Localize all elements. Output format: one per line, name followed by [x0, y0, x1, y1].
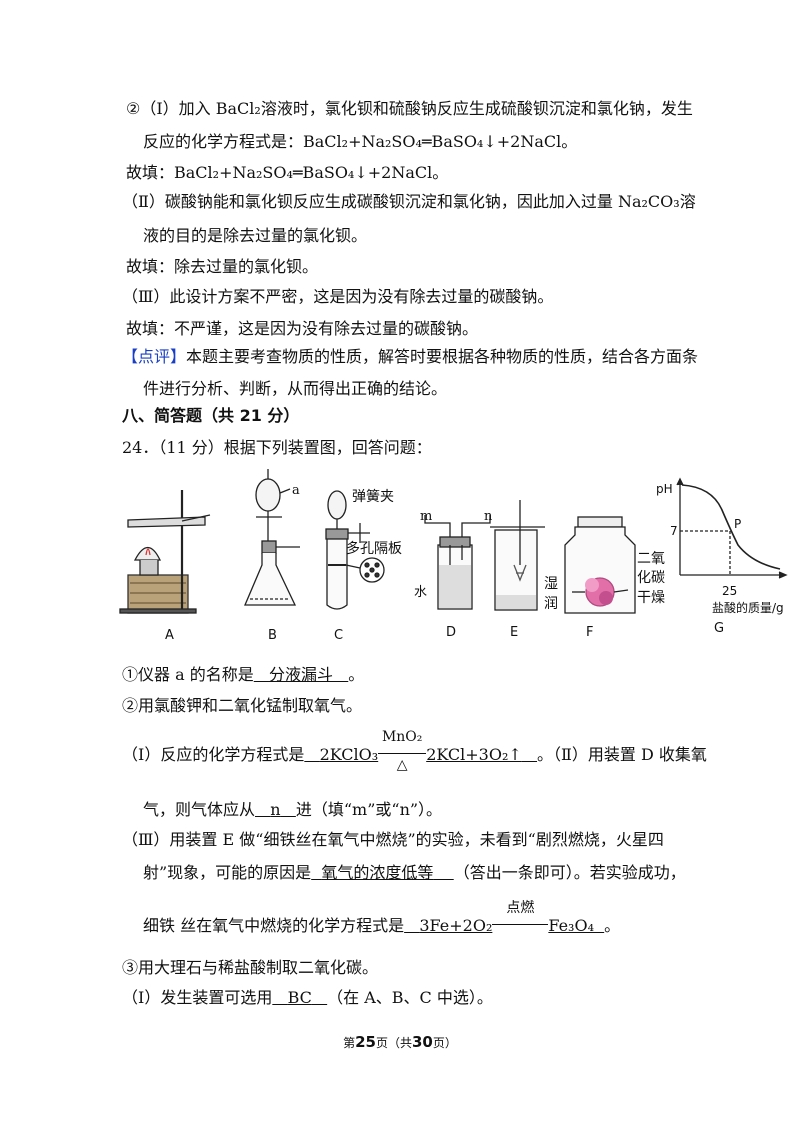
q3i-post: （在 A、B、C 中选）。: [327, 988, 493, 1007]
graph-x25: 25: [722, 584, 738, 598]
label-dry-3: 干燥: [637, 590, 665, 606]
text-line: （Ⅱ）碳酸钠能和氯化钡反应生成碳酸钡沉淀和氯化钠，因此加入过量 Na₂CO₃溶: [122, 192, 696, 211]
page-number: 25: [355, 1033, 376, 1051]
fig-label-d: D: [446, 625, 457, 640]
q2ii-line: 气，则气体应从 n 进（填“m”或“n”）。: [143, 799, 442, 821]
label-m: m: [420, 509, 433, 524]
q2iii-pre: 射”现象，可能的原因是: [143, 863, 312, 882]
label-water: 水: [414, 585, 428, 600]
page-total: 30: [412, 1033, 433, 1051]
q3i-answer: BC: [287, 988, 312, 1007]
q2iii3-post: 。: [604, 916, 621, 935]
page-footer: 第25页（共30页）: [343, 1033, 457, 1051]
apparatus-figure: [119, 469, 788, 614]
q3i-line: （Ⅰ）发生装置可选用 BC （在 A、B、C 中选）。: [122, 987, 493, 1009]
fig-label-e: E: [510, 625, 519, 640]
text-line: 故填：BaCl₂+Na₂SO₄═BaSO₄↓+2NaCl。: [126, 163, 449, 182]
q2iii3-pre: 细铁 丝在氧气中燃烧的化学方程式是: [143, 916, 405, 935]
graph-xlabel: 盐酸的质量/g: [712, 601, 784, 615]
text-line: （Ⅲ）此设计方案不严密，这是因为没有除去过量的碳酸钠。: [122, 287, 554, 306]
fig-label-g: G: [714, 621, 725, 636]
text-line: ②（Ⅰ）加入 BaCl₂溶液时，氯化钡和硫酸钠反应生成硫酸钡沉淀和氯化钠，发生: [126, 99, 693, 118]
text-line: 反应的化学方程式是：BaCl₂+Na₂SO₄═BaSO₄↓+2NaCl。: [143, 132, 578, 151]
text-line: 液的目的是除去过量的氯化钡。: [143, 226, 368, 245]
q2ii-post: 进（填“m”或“n”）。: [295, 800, 443, 819]
label-porous-plate: 多孔隔板: [346, 541, 402, 557]
label-wet-1: 湿: [544, 576, 558, 592]
label-dry-1: 二氧: [637, 551, 665, 567]
q2iii-line-1: （Ⅲ）用装置 E 做“细铁丝在氧气中燃烧”的实验，未看到“剧烈燃烧，火星四: [122, 830, 664, 849]
q2iii-answer: 氧气的浓度低等: [321, 863, 434, 882]
q2ii-answer: n: [270, 800, 281, 819]
label-wet-2: 润: [544, 596, 558, 612]
apparatus-f: [564, 516, 636, 614]
apparatus-e: [490, 500, 545, 611]
q2i-post: 。（Ⅱ）用装置 D 收集氧: [537, 745, 707, 764]
reaction-condition: MnO₂△: [378, 729, 427, 773]
graph-ylabel: pH: [656, 482, 673, 496]
question-title: 24．（11 分）根据下列装置图，回答问题：: [122, 438, 432, 457]
q2-line: ②用氯酸钾和二氧化锰制取氧气。: [122, 696, 363, 715]
text-line: 故填：不严谨，这是因为没有除去过量的碳酸钠。: [126, 319, 479, 338]
q1-line: ①仪器 a 的名称是 分液漏斗 。: [122, 664, 364, 686]
q1-answer: 分液漏斗: [268, 665, 333, 684]
q1-pre: ①仪器 a 的名称是: [122, 665, 254, 684]
q3-line: ③用大理石与稀盐酸制取二氧化碳。: [122, 958, 379, 977]
q2iii-line-2: 射”现象，可能的原因是 氧气的浓度低等 （答出一条即可）。若实验成功，: [143, 862, 686, 884]
graph-seven: 7: [670, 524, 678, 538]
fig-label-a: A: [165, 628, 174, 643]
comment-text: 本题主要考查物质的性质，解答时要根据各种物质的性质，结合各方面条: [186, 347, 699, 366]
text-line: 故填：除去过量的氯化钡。: [126, 257, 319, 276]
q2ii-pre: 气，则气体应从: [143, 800, 256, 819]
q2iii-post: （答出一条即可）。若实验成功，: [453, 863, 686, 882]
comment-line: 【点评】本题主要考查物质的性质，解答时要根据各种物质的性质，结合各方面条: [122, 346, 698, 368]
q3i-pre: （Ⅰ）发生装置可选用: [122, 988, 273, 1007]
label-a: a: [292, 483, 300, 498]
fig-label-f: F: [586, 625, 594, 640]
comment-tag: 【点评】: [122, 347, 187, 366]
fig-label-c: C: [334, 628, 344, 643]
label-spring-clip: 弹簧夹: [352, 489, 394, 505]
q2i-pre: （Ⅰ）反应的化学方程式是: [122, 745, 305, 764]
label-dry-2: 化碳: [637, 570, 665, 586]
apparatus-c: [325, 490, 385, 610]
ph-graph: [676, 477, 788, 579]
fig-label-b: B: [268, 628, 277, 643]
q1-post: 。: [348, 665, 365, 684]
apparatus-d: [424, 515, 491, 610]
comment-line: 件进行分析、判断，从而得出正确的结论。: [143, 379, 448, 398]
section-title: 八、简答题（共 21 分）: [122, 406, 300, 425]
apparatus-a: [119, 490, 211, 614]
apparatus-b: [244, 469, 300, 606]
reaction-condition: 点燃: [492, 900, 549, 937]
label-n: n: [484, 509, 493, 524]
graph-p: P: [734, 517, 742, 531]
